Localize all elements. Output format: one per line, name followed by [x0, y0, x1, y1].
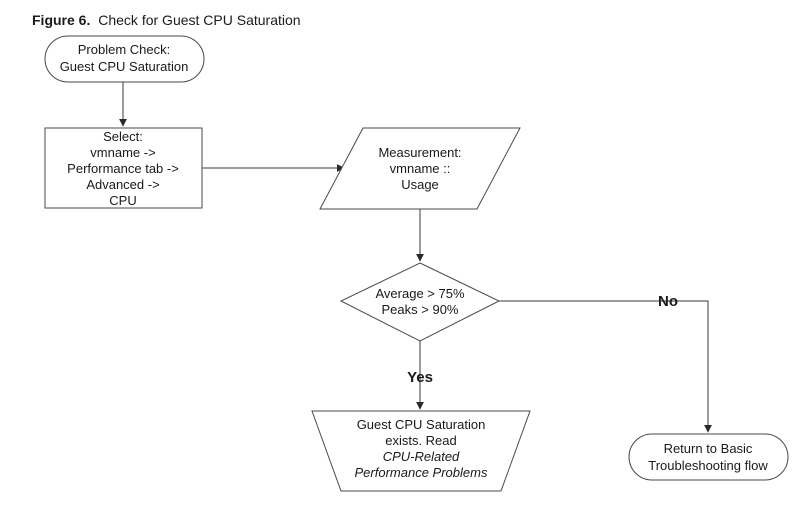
node-saturation-line-4: Performance Problems	[355, 465, 488, 480]
edge-label-no: No	[658, 293, 678, 310]
edge-decision-to-return	[499, 300, 712, 433]
node-measurement: Measurement: vmname :: Usage	[319, 127, 521, 210]
figure-caption: Figure 6. Check for Guest CPU Saturation	[32, 12, 301, 28]
node-return-to-basic: Return to Basic Troubleshooting flow	[628, 433, 789, 481]
figure-title: Check for Guest CPU Saturation	[98, 12, 301, 28]
node-problem-check: Problem Check: Guest CPU Saturation	[44, 35, 205, 83]
node-saturation-line-3: CPU-Related	[383, 449, 460, 464]
node-select-line-1: Select:	[103, 129, 143, 144]
node-select-line-4: Advanced ->	[86, 177, 159, 192]
node-saturation-line-1: Guest CPU Saturation	[357, 417, 486, 432]
node-select-path: Select: vmname -> Performance tab -> Adv…	[44, 127, 203, 209]
node-saturation-exists: Guest CPU Saturation exists. Read CPU-Re…	[311, 410, 531, 492]
node-problem-check-line-2: Guest CPU Saturation	[60, 59, 189, 74]
node-measurement-line-3: Usage	[401, 177, 439, 192]
node-threshold-decision: Average > 75% Peaks > 90%	[339, 262, 501, 342]
node-return-line-1: Return to Basic	[664, 441, 753, 456]
node-select-line-2: vmname ->	[90, 145, 155, 160]
node-select-line-3: Performance tab ->	[67, 161, 179, 176]
edge-label-yes: Yes	[407, 369, 433, 386]
node-measurement-line-1: Measurement:	[378, 145, 461, 160]
figure-label: Figure 6.	[32, 12, 91, 28]
node-problem-check-line-1: Problem Check:	[78, 42, 170, 57]
node-measurement-line-2: vmname ::	[390, 161, 451, 176]
node-saturation-line-2: exists. Read	[385, 433, 457, 448]
node-decision-line-2: Peaks > 90%	[382, 302, 459, 317]
node-select-line-5: CPU	[109, 193, 136, 208]
node-decision-line-1: Average > 75%	[375, 286, 464, 301]
node-return-line-2: Troubleshooting flow	[648, 458, 768, 473]
